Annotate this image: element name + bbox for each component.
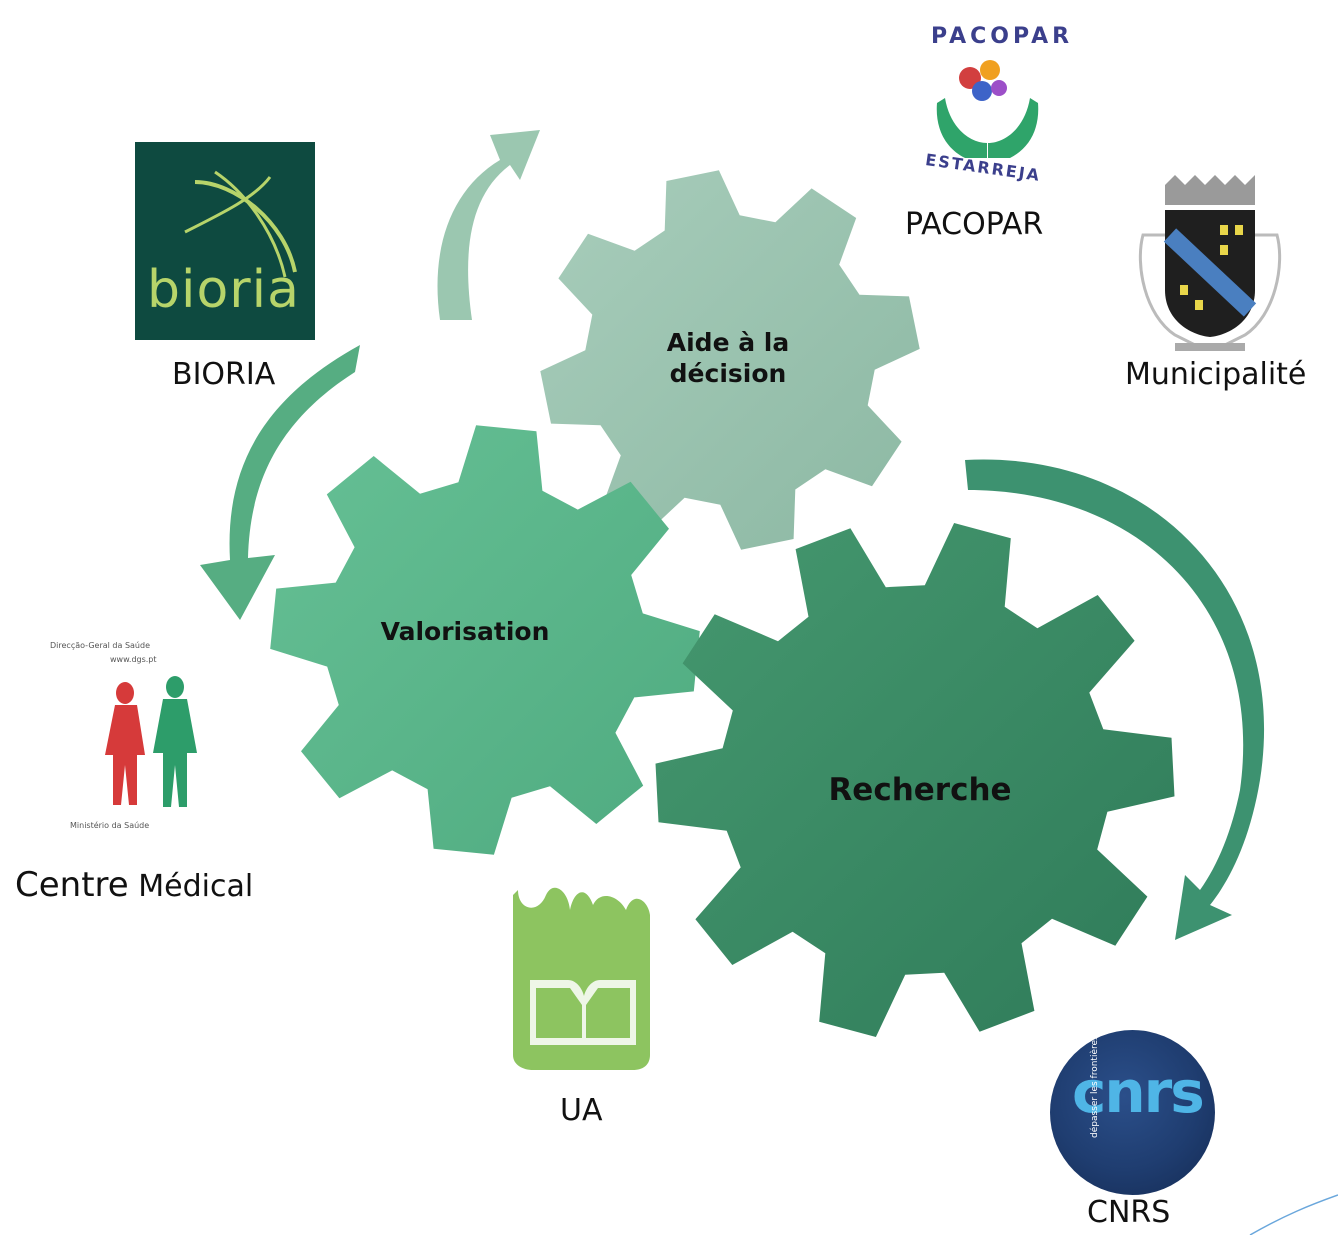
arrow-left-mid bbox=[200, 345, 360, 620]
pacopar-logo: PACOPAR ESTARREJA bbox=[895, 8, 1080, 193]
label-centre-medical: Centre Médical bbox=[15, 865, 253, 905]
ua-building-icon bbox=[513, 887, 650, 1070]
cnrs-logo-text: cnrs bbox=[1072, 1058, 1205, 1126]
label-pacopar: PACOPAR bbox=[905, 207, 1044, 242]
gear-label-recherche: Recherche bbox=[828, 772, 1011, 808]
label-bioria: BIORIA bbox=[172, 357, 276, 392]
gear-valorisation bbox=[270, 425, 700, 855]
label-medical: Médical bbox=[138, 869, 254, 904]
arrow-right-dark bbox=[965, 459, 1265, 940]
pacopar-hands-icon bbox=[936, 60, 1039, 158]
gear-label-aide-line1: Aide à la bbox=[667, 328, 790, 357]
dgs-logo-line2: www.dgs.pt bbox=[110, 655, 157, 664]
municipality-crest-logo bbox=[1135, 175, 1285, 355]
label-ua: UA bbox=[560, 1093, 603, 1128]
ua-logo bbox=[508, 870, 658, 1070]
gear-aide-a-la-decision bbox=[540, 170, 920, 550]
dgs-figures-icon bbox=[105, 676, 197, 807]
label-centre: Centre bbox=[15, 865, 129, 905]
gear-label-valorisation: Valorisation bbox=[381, 617, 550, 646]
gear-recherche bbox=[655, 523, 1175, 1037]
dgs-logo-line3: Ministério da Saúde bbox=[70, 821, 150, 830]
bioria-logo: bioria bbox=[135, 142, 315, 340]
dgs-logo: Direcção-Geral da Saúde www.dgs.pt Minis… bbox=[45, 635, 255, 835]
arrow-top-light bbox=[437, 130, 540, 320]
bioria-leaf-icon bbox=[184, 170, 297, 278]
bioria-logo-text: bioria bbox=[147, 260, 300, 320]
pacopar-logo-top-text: PACOPAR bbox=[931, 24, 1074, 49]
label-municipalite: Municipalité bbox=[1125, 357, 1307, 392]
cnrs-logo: cnrs dépasser les frontières bbox=[1050, 1030, 1215, 1195]
coat-of-arms-icon bbox=[1138, 175, 1282, 351]
cnrs-tagline: dépasser les frontières bbox=[1090, 1035, 1100, 1138]
label-cnrs: CNRS bbox=[1087, 1195, 1171, 1230]
gear-label-aide-line2: décision bbox=[670, 359, 787, 388]
dgs-logo-line1: Direcção-Geral da Saúde bbox=[50, 641, 150, 650]
